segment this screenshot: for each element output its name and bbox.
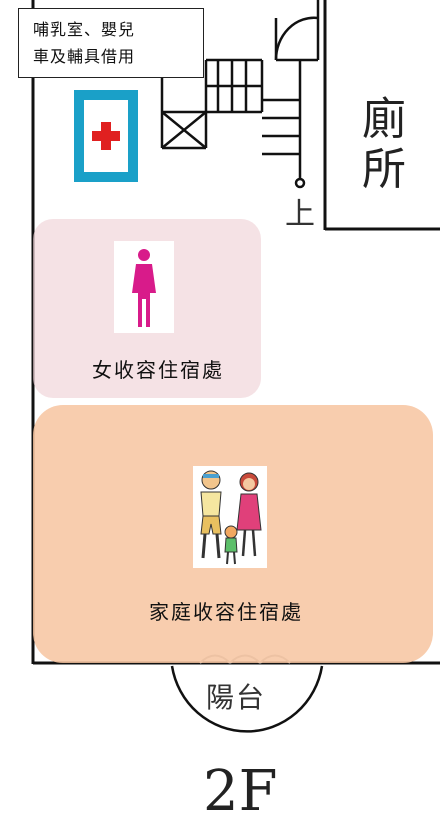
family-illustration-icon: [193, 466, 267, 568]
woman-restroom-icon: [114, 241, 174, 333]
first-aid-cross-icon: [74, 90, 138, 182]
women-zone-label: 女收容住宿處: [92, 358, 224, 382]
balcony-outline: [170, 665, 324, 733]
balcony-label: 陽台: [206, 681, 267, 714]
stairs: [160, 0, 320, 189]
nursing-room-label-line2: 車及輔具借用: [33, 47, 136, 66]
nursing-room-label-box: 哺乳室、嬰兒 車及輔具借用: [18, 8, 204, 78]
floor-label: 2F: [203, 759, 278, 824]
toilet-label: 廁 所: [362, 94, 406, 195]
family-zone-label: 家庭收容住宿處: [149, 600, 303, 624]
nursing-room-label-line1: 哺乳室、嬰兒: [33, 20, 136, 39]
stairs-up-label: 上: [285, 197, 315, 232]
